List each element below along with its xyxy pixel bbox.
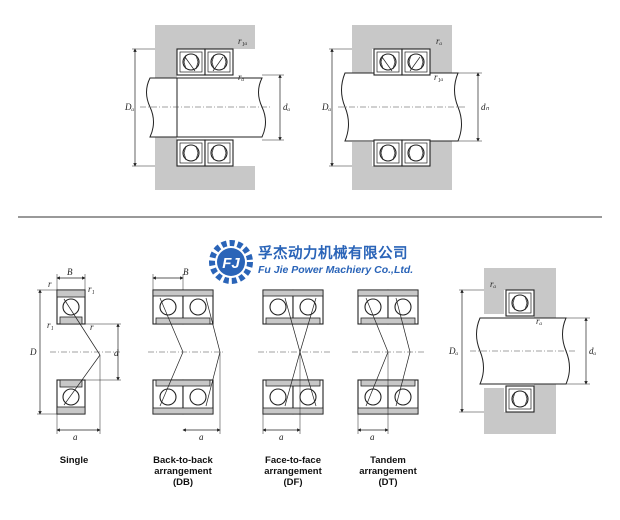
caption-single: Single (44, 455, 104, 466)
label-a: a (279, 432, 284, 442)
label-r1: r₁ (88, 284, 95, 294)
arrangement-dt: a (352, 289, 425, 442)
company-name-en: Fu Jie Power Machiery Co.,Ltd. (258, 264, 414, 276)
label-a: a (199, 432, 204, 442)
caption-line: Back-to-back (153, 455, 213, 466)
fj-gear-logo-icon: FJ (209, 240, 253, 284)
label-r-inner: r (90, 322, 94, 332)
housing-top (155, 25, 255, 49)
label-r1a: r₁ₐ (434, 72, 444, 82)
label-Da: Dₐ (448, 346, 458, 356)
label-B: B (183, 267, 189, 277)
caption-db: Back-to-back arrangement (DB) (138, 455, 228, 488)
caption-line: Tandem (370, 455, 406, 466)
single-mount-diagram: rₐ rₐ Dₐ dₐ (448, 268, 597, 434)
label-a: a (370, 432, 375, 442)
label-ra: rₐ (436, 36, 443, 46)
label-a: a (73, 432, 78, 442)
housing-bottom (155, 166, 255, 190)
label-Da: Dₐ (321, 102, 331, 112)
label-ra: rₐ (238, 72, 245, 82)
mounting-diagram-2: rₐ r₁ₐ Dₐ dₙ (321, 25, 490, 190)
label-r1a: r₁ₐ (238, 36, 248, 46)
label-r1-left: r₁ (47, 320, 54, 330)
label-da: dₐ (283, 102, 291, 112)
svg-text:FJ: FJ (222, 255, 240, 272)
caption-dt: Tandem arrangement (DT) (343, 455, 433, 488)
label-d: d (114, 348, 119, 358)
caption-line: arrangement (264, 466, 322, 477)
arrangement-db: B a (148, 267, 225, 442)
caption-line: Face-to-face (265, 455, 321, 466)
caption-line: (DT) (378, 477, 398, 488)
label-da: dₐ (589, 346, 597, 356)
caption-line: (DF) (283, 477, 303, 488)
label-r: r (48, 279, 52, 289)
company-name-cn: 孚杰动力机械有限公司 (258, 246, 408, 262)
caption-line: Single (59, 455, 89, 466)
mounting-diagram-1: r₁ₐ rₐ Dₐ dₐ (124, 25, 291, 190)
label-ra-inner: rₐ (536, 316, 543, 326)
arrangement-single: B r r₁ r₁ r D d a (29, 267, 121, 442)
label-B: B (67, 267, 73, 277)
label-Da: Dₐ (124, 102, 134, 112)
label-ra-top: rₐ (490, 279, 497, 289)
caption-line: arrangement (154, 466, 212, 477)
caption-df: Face-to-face arrangement (DF) (248, 455, 338, 488)
label-db: dₙ (481, 102, 490, 112)
caption-line: arrangement (359, 466, 417, 477)
arrangement-df: a (258, 289, 330, 442)
caption-line: (DB) (172, 477, 194, 488)
label-D: D (29, 347, 37, 357)
